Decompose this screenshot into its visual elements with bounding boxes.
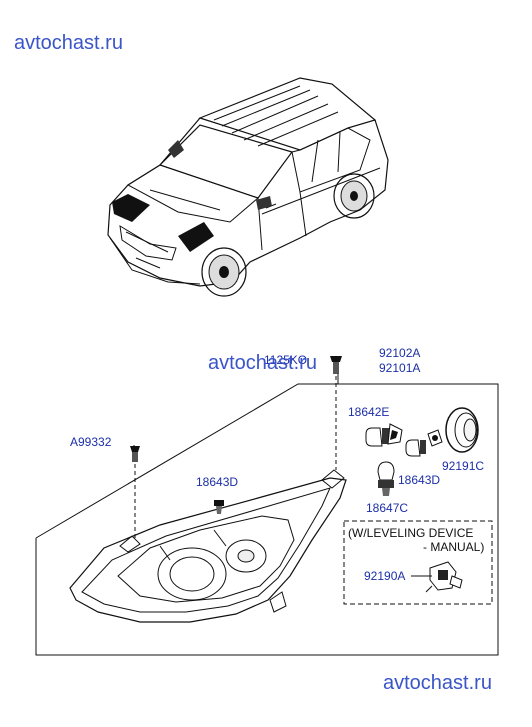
leveling-device-box xyxy=(343,520,493,605)
bulb-18643d-right-icon xyxy=(405,429,443,457)
label-92191c: 92191C xyxy=(442,459,484,473)
bolt-icon xyxy=(130,446,140,462)
leveling-box-line2: - MANUAL) xyxy=(423,540,484,554)
label-92190a: 92190A xyxy=(364,569,405,583)
label-18647c: 18647C xyxy=(366,501,408,515)
label-92102a: 92102A xyxy=(379,346,420,360)
bulb-18642e-icon xyxy=(365,423,403,447)
label-18643d-right: 18643D xyxy=(398,473,440,487)
leveling-actuator-icon xyxy=(425,561,463,593)
watermark-top: avtochast.ru xyxy=(14,32,123,54)
screw-icon xyxy=(330,356,342,374)
label-1125ko: 1125KO xyxy=(264,353,307,367)
label-18643d-left: 18643D xyxy=(196,475,238,489)
bulb-18643d-left-icon xyxy=(214,500,224,514)
leveling-box-line1: (W/LEVELING DEVICE xyxy=(348,526,473,540)
watermark-middle: avtochast.ru xyxy=(208,352,317,374)
vehicle-illustration xyxy=(107,77,389,297)
label-92101a: 92101A xyxy=(379,361,420,375)
dust-cap-icon xyxy=(445,407,479,453)
headlamp-assembly xyxy=(69,469,347,623)
assembly-frame xyxy=(35,383,499,656)
bulb-18647c-icon xyxy=(377,461,395,496)
label-18642e: 18642E xyxy=(348,405,389,419)
watermark-bottom: avtochast.ru xyxy=(383,672,492,694)
label-a99332: A99332 xyxy=(70,435,112,449)
